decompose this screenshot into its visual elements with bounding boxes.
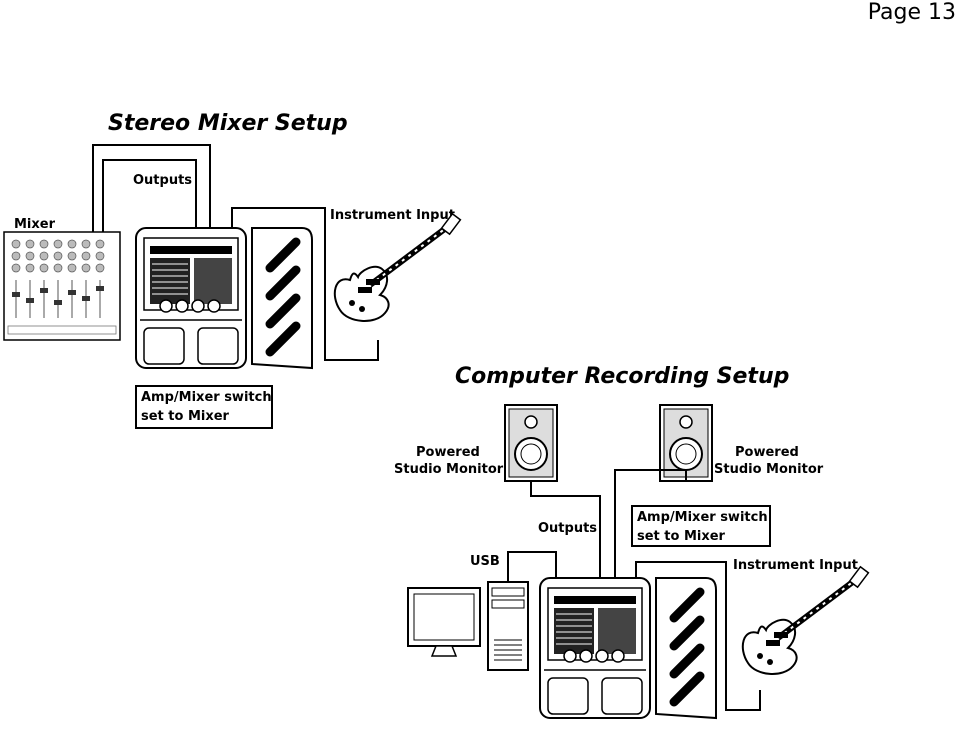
computer-instrument-label: Instrument Input (733, 558, 858, 573)
stereo-switch-box (135, 385, 273, 429)
right-monitor-line2: Studio Monitor (714, 462, 824, 477)
right-monitor-cable (614, 469, 687, 578)
computer-expression-pedal (656, 578, 716, 718)
usb-label: USB (470, 554, 500, 569)
stereo-processor-pedal (135, 227, 247, 369)
stereo-output-cable-right (102, 159, 197, 232)
stereo-instrument-label: Instrument Input (330, 208, 455, 223)
computer-instrument-cable (635, 561, 761, 711)
stereo-switch-line2: set to Mixer (141, 409, 230, 424)
left-studio-monitor (504, 404, 558, 482)
stereo-output-cable-left (92, 144, 211, 232)
computer-switch-box (631, 505, 771, 547)
computer-switch-line2: set to Mixer (637, 529, 726, 544)
right-studio-monitor (659, 404, 713, 482)
mixer-label: Mixer (14, 217, 56, 232)
computer-setup-title: Computer Recording Setup (455, 364, 789, 389)
stereo-instrument-cable (231, 207, 379, 361)
stereo-switch-line1: Amp/Mixer switch (141, 390, 272, 405)
right-monitor-line1: Powered (735, 445, 799, 460)
stereo-outputs-label: Outputs (133, 173, 192, 188)
computer-processor-pedal (539, 577, 651, 719)
stereo-setup-title: Stereo Mixer Setup (108, 111, 348, 136)
page-number: Page 13 (867, 0, 956, 25)
usb-cable (507, 551, 557, 582)
mixer-device (3, 231, 121, 341)
left-monitor-line1: Powered (416, 445, 480, 460)
computer-outputs-label: Outputs (538, 521, 597, 536)
left-monitor-line2: Studio Monitor (394, 462, 504, 477)
computer-device (407, 581, 529, 671)
computer-switch-line1: Amp/Mixer switch (637, 510, 768, 525)
left-monitor-cable (530, 481, 601, 578)
stereo-guitar (335, 214, 461, 321)
stereo-expression-pedal (252, 228, 312, 368)
computer-guitar (743, 567, 869, 674)
